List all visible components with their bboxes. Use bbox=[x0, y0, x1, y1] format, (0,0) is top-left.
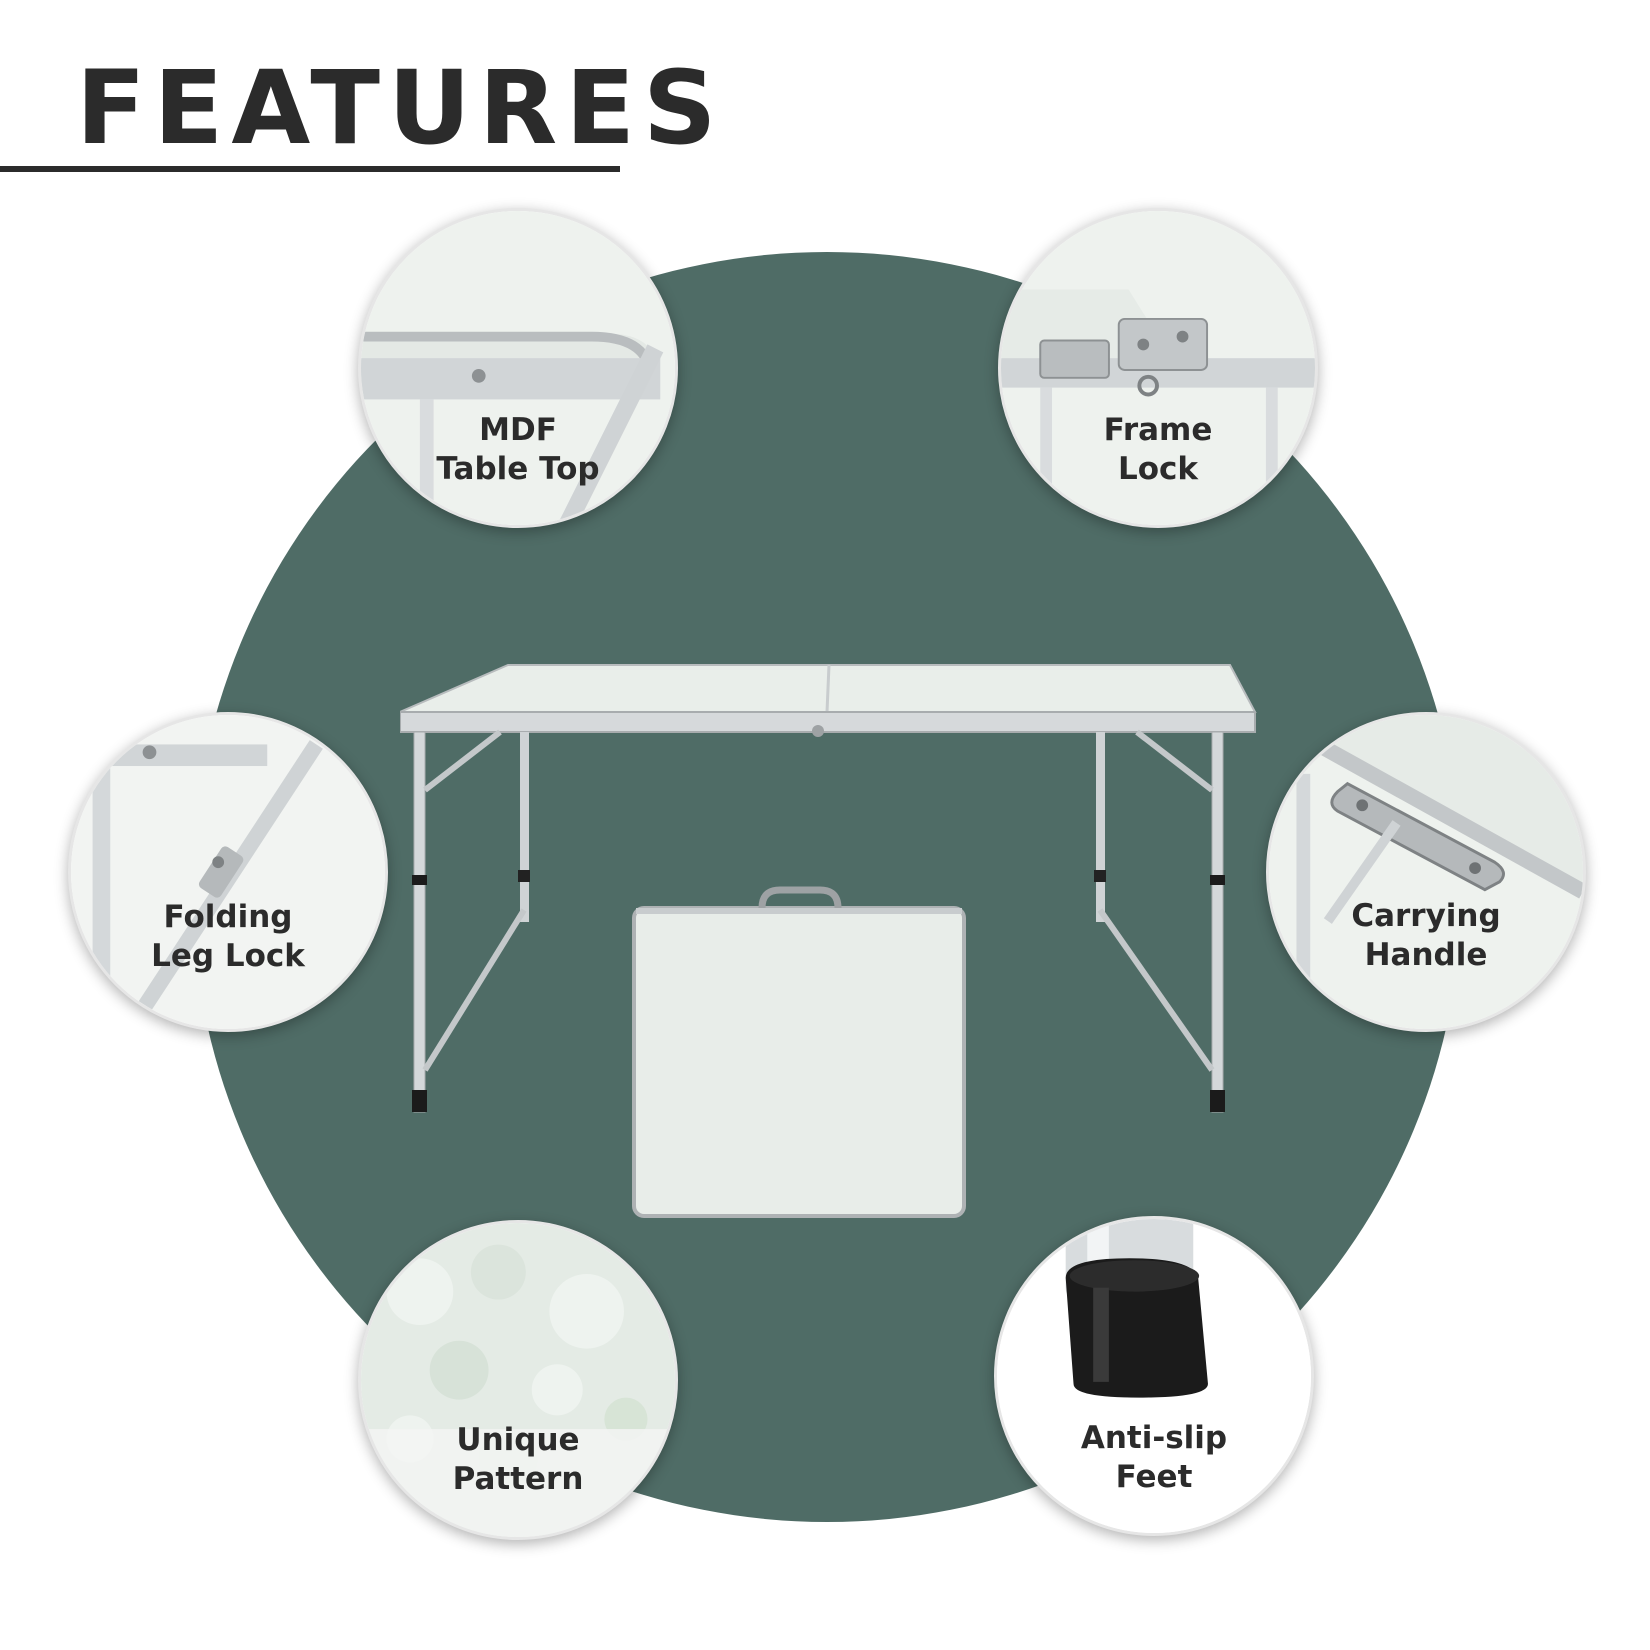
feature-carrying-handle: Carrying Handle bbox=[1266, 712, 1586, 1032]
feature-label-line2: Lock bbox=[1117, 451, 1199, 487]
open-table bbox=[400, 664, 1257, 1113]
feature-label-line2: Table Top bbox=[436, 451, 600, 487]
feature-label-line1: Anti-slip bbox=[1080, 1420, 1228, 1456]
feature-label-line2: Pattern bbox=[452, 1461, 584, 1497]
feature-anti-slip-feet: Anti-slip Feet bbox=[994, 1216, 1314, 1536]
foot-icon bbox=[997, 1219, 1311, 1533]
feature-mdf-table-top: MDF Table Top bbox=[358, 208, 678, 528]
feature-folding-leg-lock: Folding Leg Lock bbox=[68, 712, 388, 1032]
feature-unique-pattern: Unique Pattern bbox=[358, 1220, 678, 1540]
handle-icon bbox=[1269, 715, 1583, 1029]
folded-table bbox=[632, 886, 966, 1218]
feature-label-line1: Unique bbox=[456, 1422, 580, 1458]
pattern-icon bbox=[361, 1223, 675, 1537]
frame-lock-icon bbox=[1001, 211, 1315, 525]
feature-label-line2: Handle bbox=[1364, 937, 1488, 973]
leg-lock-icon bbox=[71, 715, 385, 1029]
feature-label-line1: Carrying bbox=[1351, 898, 1501, 934]
feature-label-line1: Frame bbox=[1103, 412, 1213, 448]
title-underline bbox=[0, 166, 620, 172]
feature-label-line1: MDF bbox=[479, 412, 557, 448]
feature-label-line2: Feet bbox=[1115, 1459, 1193, 1495]
product-illustration bbox=[400, 664, 1257, 1218]
feature-label-line1: Folding bbox=[163, 899, 293, 935]
feature-label-line2: Leg Lock bbox=[151, 938, 305, 974]
feature-frame-lock: Frame Lock bbox=[998, 208, 1318, 528]
table-corner-icon bbox=[361, 211, 675, 525]
page-title: FEATURES bbox=[76, 49, 725, 168]
